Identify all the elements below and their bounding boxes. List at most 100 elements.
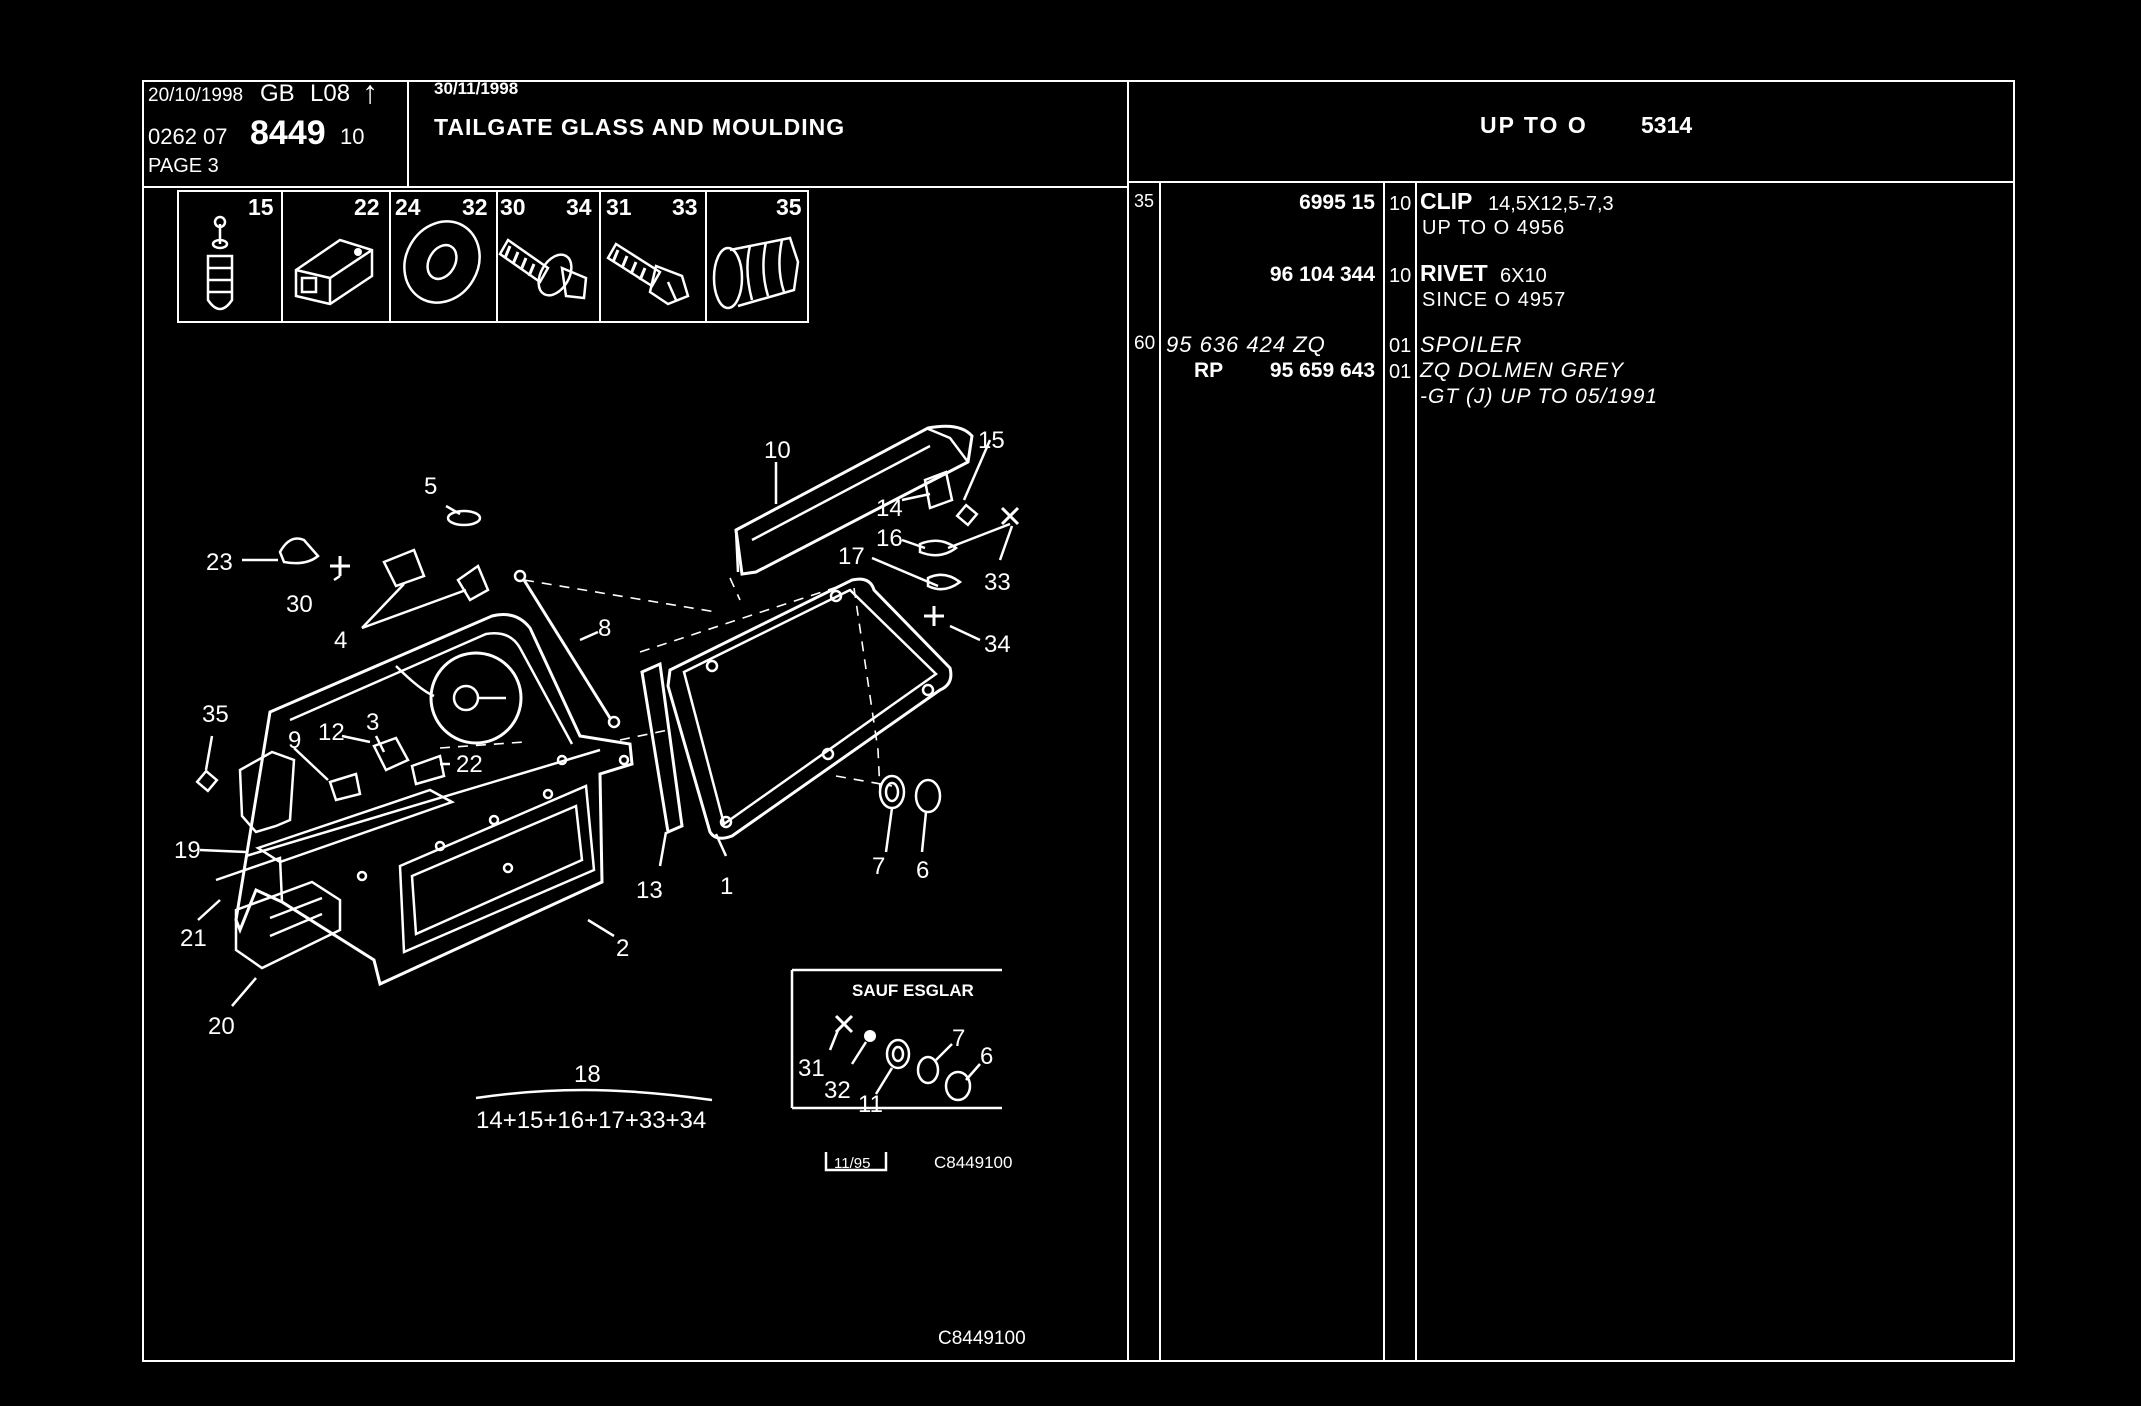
callout-22: 22 [456,751,483,778]
header-range-value: 5314 [1641,112,1693,138]
part-number: 95 659 643 [1269,359,1375,382]
group-formula: 14+15+16+17+33+34 [476,1107,706,1134]
part-spec: 6X10 [1500,265,1547,287]
callout-14: 14 [876,495,903,522]
divider-header-bottom-right [1127,181,2015,183]
page-title: TAILGATE GLASS AND MOULDING [434,114,846,140]
inset-callout-32: 32 [824,1077,851,1104]
tailgate-panel-part [215,613,634,987]
part-name: SPOILER [1420,332,1523,357]
inset-callout-6: 6 [980,1043,993,1070]
hardware-strip [177,190,809,323]
callout-33: 33 [984,569,1011,596]
part-number: 95 636 424 ZQ [1166,332,1326,357]
catalog-page-frame [142,80,2015,1362]
divider-header-bottom-left [142,186,1128,188]
clip-part [918,470,979,591]
header-date-left: 20/10/1998 [148,85,244,106]
callout-16: 16 [876,525,903,552]
replacement-marker: RP [1194,359,1224,382]
group-number: 18 [574,1061,601,1088]
divider-left-panel [1127,80,1129,1362]
strip-number-30: 30 [500,194,526,220]
strip-number-31: 31 [606,194,632,220]
part-spec: 14,5X12,5-7,3 [1488,193,1614,215]
part-name: CLIP [1420,188,1473,214]
header-date-right: 30/11/1998 [434,79,519,98]
header-range-label: UP TO O [1480,112,1588,138]
callout-34: 34 [984,631,1011,658]
part-quantity: 10 [1389,265,1412,287]
strip-number-35: 35 [776,194,802,220]
callout-30: 30 [286,591,313,618]
part-name: RIVET [1420,260,1488,286]
strip-divider [389,190,391,323]
callout-8: 8 [598,615,611,642]
part-note: -GT (J) UP TO 05/1991 [1420,385,1659,408]
callout-13: 13 [636,877,663,904]
strip-divider [599,190,601,323]
part-quantity: 01 [1389,361,1412,383]
part-item-number: 60 [1134,333,1156,354]
callout-17: 17 [838,543,865,570]
callout-20: 20 [208,1013,235,1040]
divider-col-partno [1383,181,1385,1362]
callout-10: 10 [764,437,791,464]
stop-pad-part [878,774,942,814]
header-page-number: PAGE 3 [148,155,219,177]
strip-number-22: 22 [354,194,380,220]
part-name: ZQ DOLMEN GREY [1420,359,1625,382]
strip-divider [496,190,498,323]
callout-1: 1 [720,873,733,900]
inset-title: SAUF ESGLAR [852,981,974,1000]
wiper-housing [395,651,523,745]
callout-35: 35 [202,701,229,728]
inset-callout-11: 11 [858,1091,883,1118]
divider-header-left [407,80,409,186]
header-country-code: GB [260,80,295,107]
strip-number-32: 32 [462,194,488,220]
callout-12: 12 [318,719,345,746]
callout-5: 5 [424,473,437,500]
part-number: 96 104 344 [1269,263,1375,286]
part-quantity: 10 [1389,193,1412,215]
seal-strip-part [640,661,684,835]
footer-drawing-ref: C8449100 [938,1328,1026,1349]
date-stamp-box [824,1152,888,1172]
header-model-code: L08 [310,80,351,107]
hinge-part [278,509,490,602]
drawing-ref: C8449100 [934,1153,1012,1172]
callout-21: 21 [180,925,207,952]
callout-23: 23 [206,549,233,576]
callout-2: 2 [616,935,629,962]
callout-4: 4 [334,627,347,654]
callout-3: 3 [366,709,379,736]
strip-number-34: 34 [566,194,592,220]
strip-number-24: 24 [395,194,421,220]
part-note: UP TO O 4956 [1422,217,1566,239]
strip-divider [705,190,707,323]
header-ref-prefix: 0262 07 [148,124,228,149]
inset-detail [790,968,1002,1110]
callout-15: 15 [978,427,1005,454]
group-brace [475,1088,713,1102]
divider-col-item [1159,181,1161,1362]
callout-9: 9 [288,727,301,754]
up-arrow-icon: ↑ [362,74,378,110]
part-quantity: 01 [1389,335,1412,357]
strip-number-33: 33 [672,194,698,220]
strip-number-15: 15 [248,194,274,220]
inset-callout-31: 31 [798,1055,825,1082]
callout-6: 6 [916,857,929,884]
gas-strut-part [513,569,621,729]
divider-col-qty [1415,181,1417,1362]
spoiler-part [734,424,974,576]
callout-19: 19 [174,837,201,864]
screw-marker-icon [924,506,1020,626]
part-item-number: 35 [1134,191,1155,211]
header-ref-suffix: 10 [340,124,365,149]
latch-parts [195,736,446,834]
part-number: 6995 15 [1299,191,1375,214]
header-ref-main: 8449 [250,114,326,152]
